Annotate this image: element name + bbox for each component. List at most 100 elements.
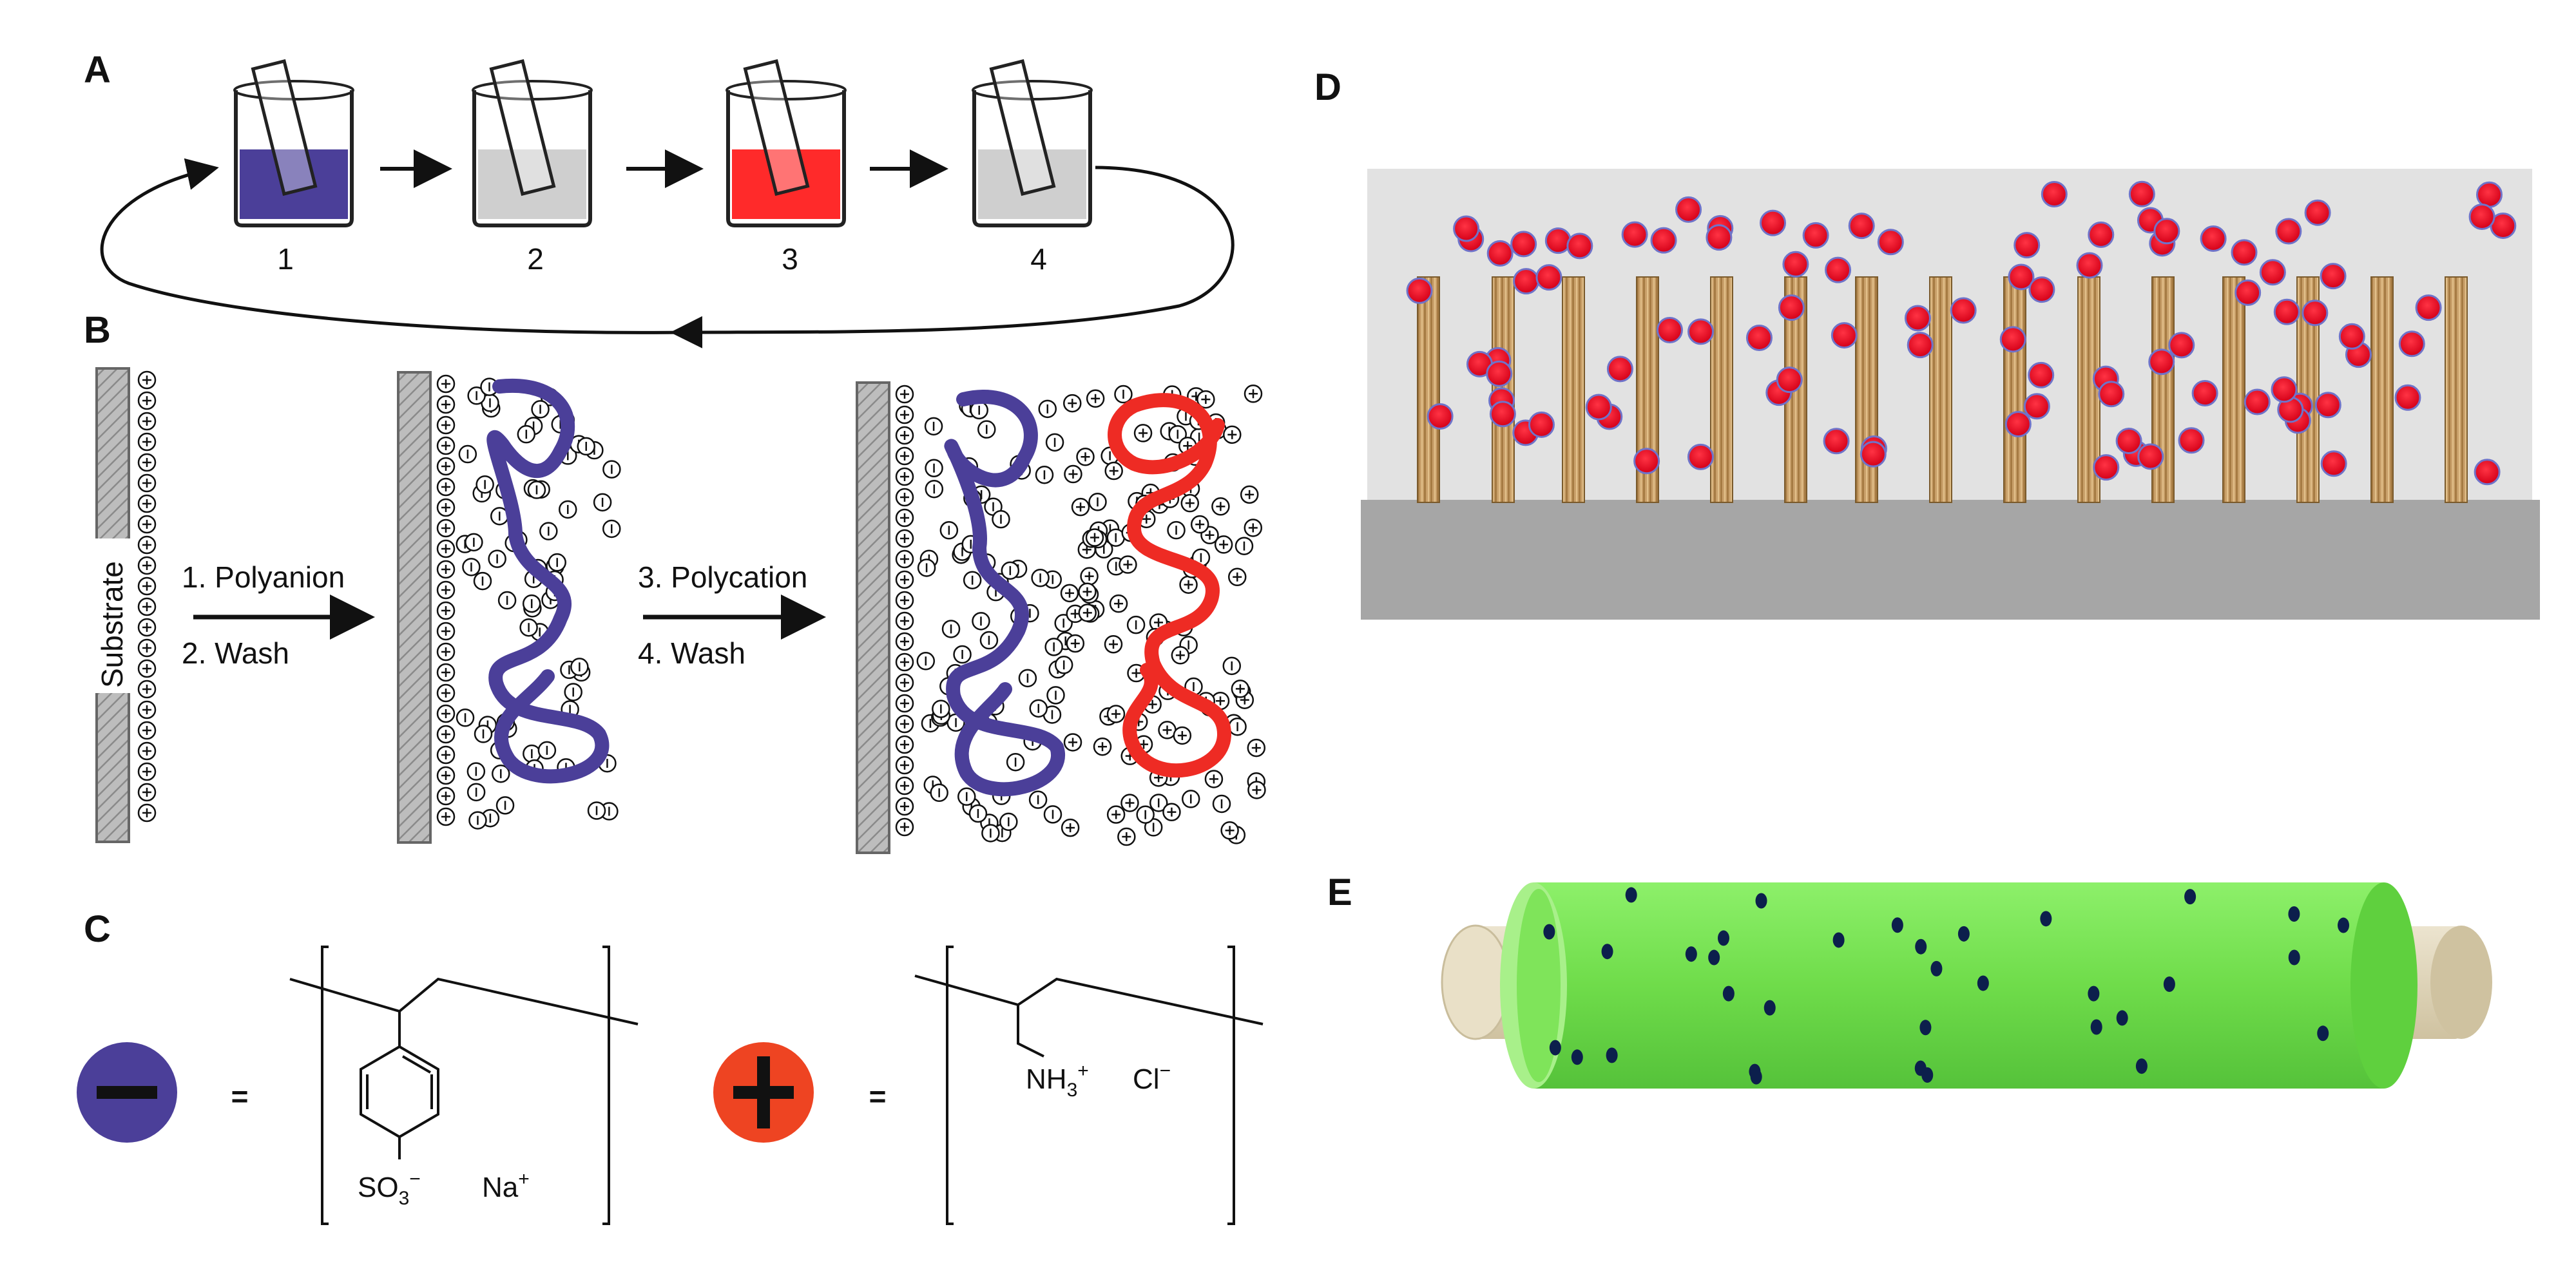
anion-charge-icon — [1001, 561, 1020, 580]
panel-b: B Substrate 1. Polyanion 2. Wash 3. Poly… — [84, 309, 1266, 854]
cation-charge-icon — [1104, 634, 1123, 654]
cation-charge-icon — [895, 735, 914, 754]
cation-charge-icon — [137, 576, 157, 596]
cation-charge-icon — [137, 659, 157, 678]
cation-charge-icon — [137, 412, 157, 431]
polyanion-solution — [240, 149, 348, 219]
cation-charge-icon — [1060, 584, 1079, 603]
anion-charge-icon — [490, 507, 509, 526]
anion-charge-icon — [492, 764, 510, 783]
surface-charges — [137, 370, 157, 823]
anion-charge-icon — [924, 417, 943, 436]
nanoparticle-icon — [2168, 332, 2195, 359]
anion-charge-icon — [474, 725, 493, 743]
nanoparticle-icon — [1544, 227, 1572, 254]
cation-charge-icon — [137, 391, 157, 410]
cation-charge-icon — [436, 395, 456, 414]
cation-charge-icon — [1063, 733, 1082, 752]
cation-charge-icon — [895, 508, 914, 528]
beaker-icon — [726, 90, 846, 227]
nanoparticle-icon — [2137, 443, 2164, 470]
wash-solution — [478, 149, 586, 219]
anion-charge-icon — [1088, 493, 1107, 511]
cation-charge-icon — [1061, 818, 1080, 837]
particle-dot — [1549, 1040, 1561, 1056]
anion-charge-icon — [465, 533, 483, 552]
anion-charge-icon — [1038, 399, 1057, 419]
cation-charge-icon — [895, 591, 914, 610]
cation-charge-icon — [1076, 448, 1095, 466]
cation-charge-icon — [1117, 827, 1136, 846]
anion-charge-icon — [527, 481, 546, 499]
cycle-arrow-icon — [100, 158, 684, 334]
nanoparticle-icon — [1782, 251, 1809, 278]
anion-charge-icon — [1028, 790, 1048, 809]
anion-charge-icon — [473, 571, 492, 591]
nanoparticle-icon — [1776, 366, 1803, 394]
nanoparticle-icon — [2093, 454, 2120, 481]
anion-charge-icon — [462, 558, 481, 576]
cation-charge-icon — [895, 797, 914, 816]
anion-charge-icon — [941, 620, 961, 638]
anion-charge-icon — [979, 631, 999, 650]
nanoparticle-icon — [1675, 196, 1702, 223]
cation-charge-icon — [137, 638, 157, 658]
nanoparticle-icon — [1566, 233, 1593, 260]
nanoparticle-icon — [1802, 222, 1829, 249]
nanoparticle-icon — [2273, 298, 2300, 325]
beaker-1: 1 — [233, 59, 354, 276]
nanoparticle-icon — [2115, 428, 2142, 455]
nanoparticle-icon — [1621, 221, 1648, 248]
nanoparticles — [1406, 180, 2517, 486]
anion-charge-icon — [972, 612, 990, 631]
sodium-counterion: Na+ — [482, 1168, 530, 1203]
anion-charge-icon — [531, 400, 550, 419]
particle-dot — [2163, 976, 2175, 992]
panel-d: D — [1314, 66, 2540, 620]
panel-a: A 1 2 3 — [84, 49, 1235, 348]
particle-dot — [1606, 1047, 1618, 1063]
cation-charge-icon — [436, 766, 456, 785]
anion-charge-icon — [953, 645, 972, 664]
anion-charge-icon — [1045, 433, 1064, 452]
anion-charge-icon — [517, 424, 536, 444]
anion-charge-icon — [930, 783, 948, 803]
particle-dot — [1915, 938, 1927, 955]
cation-charge-icon — [895, 611, 914, 631]
anion-charge-icon — [1054, 656, 1073, 674]
nanoparticle-icon — [1606, 356, 1633, 383]
nanoparticle-icon — [2008, 263, 2035, 290]
cation-charge-icon — [436, 807, 456, 826]
nanoparticle-icon — [2153, 218, 2180, 245]
cation-charge-icon — [895, 756, 914, 775]
cation-charge-icon — [436, 704, 456, 723]
anion-charge-icon — [1136, 805, 1155, 824]
nanoparticle-icon — [1528, 411, 1555, 438]
nanorod-icon — [2370, 276, 2394, 503]
cation-charge-icon — [1080, 567, 1099, 585]
nanoparticle-icon — [1904, 305, 1931, 332]
nanoparticle-icon — [2468, 204, 2495, 231]
anion-charge-icon — [917, 558, 936, 577]
cation-charge-icon — [436, 498, 456, 517]
anion-charge-icon — [539, 522, 558, 540]
particle-dot — [2088, 985, 2100, 1002]
nanoparticle-icon — [1999, 326, 2026, 353]
cation-charge-icon — [1104, 461, 1123, 481]
substrate-label: Substrate — [95, 561, 129, 688]
nanoparticle-icon — [1513, 268, 1540, 295]
anion-charge-icon — [466, 783, 486, 802]
particle-dot — [1755, 893, 1767, 909]
anion-charge-icon — [468, 811, 487, 830]
anion-charge-icon — [1006, 752, 1025, 772]
cation-charge-icon — [436, 457, 456, 476]
cation-charge-icon — [895, 529, 914, 548]
particle-dot — [1750, 1069, 1762, 1085]
cation-charge-icon — [1247, 738, 1266, 757]
anion-charge-icon — [925, 479, 944, 499]
nanoparticle-icon — [2235, 279, 2262, 306]
particle-dot — [2040, 911, 2052, 927]
cation-charge-icon — [895, 549, 914, 569]
cation-charge-icon — [1173, 726, 1192, 745]
substrate-3 — [856, 381, 890, 854]
